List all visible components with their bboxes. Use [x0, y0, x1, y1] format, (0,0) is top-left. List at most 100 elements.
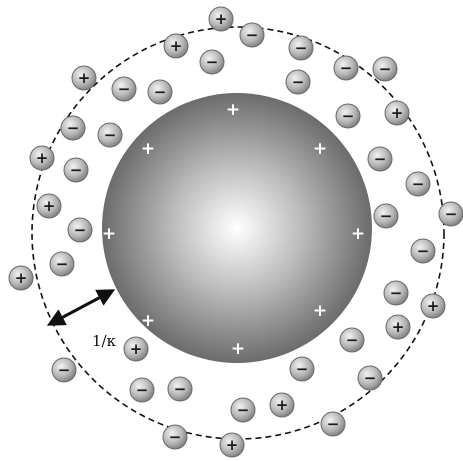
- ion-sphere: [163, 33, 189, 59]
- ion-sphere: [372, 56, 398, 82]
- ion-sphere: [288, 35, 314, 61]
- ion-sphere: [129, 377, 155, 403]
- negative-ion: −: [405, 171, 431, 197]
- negative-ion: −: [63, 157, 89, 183]
- minus-sign-icon: −: [342, 107, 355, 125]
- negative-ion: −: [339, 327, 365, 353]
- negative-ion: −: [51, 357, 77, 383]
- ion-sphere: [8, 265, 34, 291]
- ion-sphere: [285, 69, 311, 95]
- minus-sign-icon: −: [340, 59, 353, 77]
- ion-sphere: [339, 327, 365, 353]
- ion-sphere: [208, 6, 234, 32]
- ion-sphere: [420, 293, 446, 319]
- positive-ion: +: [123, 336, 149, 362]
- minus-sign-icon: −: [346, 331, 359, 349]
- negative-ion: −: [288, 35, 314, 61]
- minus-sign-icon: −: [104, 126, 117, 144]
- minus-sign-icon: −: [56, 255, 69, 273]
- minus-sign-icon: −: [292, 73, 305, 91]
- minus-sign-icon: −: [174, 380, 187, 398]
- negative-ion: −: [230, 397, 256, 423]
- minus-sign-icon: −: [296, 360, 309, 378]
- minus-sign-icon: −: [118, 80, 131, 98]
- charged-particle: [102, 93, 372, 363]
- surface-charge-sign: +: [313, 301, 327, 321]
- counter-ion-cloud: +−+−−−−−+−−−−−++−−−+−−−−−+−++−+−−−−−−+−−…: [8, 6, 463, 458]
- positive-ion: +: [420, 293, 446, 319]
- negative-ion: −: [320, 411, 346, 437]
- ion-sphere: [373, 203, 399, 229]
- negative-ion: −: [167, 376, 193, 402]
- negative-ion: −: [49, 251, 75, 277]
- minus-sign-icon: −: [380, 207, 393, 225]
- ion-sphere: [384, 100, 410, 126]
- minus-sign-icon: −: [136, 381, 149, 399]
- negative-ion: −: [383, 280, 409, 306]
- negative-ion: −: [372, 56, 398, 82]
- ion-sphere: [320, 411, 346, 437]
- positive-ion: +: [163, 33, 189, 59]
- positive-ion: +: [384, 100, 410, 126]
- negative-ion: −: [438, 201, 463, 227]
- surface-charge-sign: +: [351, 224, 365, 244]
- ion-sphere: [36, 193, 62, 219]
- minus-sign-icon: −: [58, 361, 71, 379]
- positive-ion: +: [8, 265, 34, 291]
- plus-sign-icon: +: [276, 396, 289, 414]
- plus-sign-icon: +: [226, 436, 239, 454]
- ion-sphere: [63, 157, 89, 183]
- ion-sphere: [405, 171, 431, 197]
- surface-charge-sign: +: [231, 339, 245, 359]
- minus-sign-icon: −: [417, 242, 430, 260]
- minus-sign-icon: −: [445, 205, 458, 223]
- surface-charge-sign: +: [313, 139, 327, 159]
- ion-sphere: [167, 376, 193, 402]
- ion-sphere: [357, 365, 383, 391]
- negative-ion: −: [367, 146, 393, 172]
- negative-ion: −: [285, 69, 311, 95]
- plus-sign-icon: +: [43, 197, 56, 215]
- minus-sign-icon: −: [379, 60, 392, 78]
- positive-ion: +: [71, 65, 97, 91]
- ion-sphere: [385, 314, 411, 340]
- surface-charges: + + + + + + + +: [102, 100, 365, 359]
- ion-sphere: [230, 397, 256, 423]
- ion-sphere: [219, 432, 245, 458]
- ion-sphere: [71, 65, 97, 91]
- negative-ion: −: [373, 203, 399, 229]
- plus-sign-icon: +: [170, 37, 183, 55]
- surface-charge-sign: +: [102, 224, 116, 244]
- debye-length-arrow: [46, 289, 116, 326]
- negative-ion: −: [97, 122, 123, 148]
- plus-sign-icon: +: [36, 149, 49, 167]
- ion-sphere: [162, 424, 188, 450]
- minus-sign-icon: −: [295, 39, 308, 57]
- negative-ion: −: [162, 424, 188, 450]
- ion-sphere: [199, 49, 225, 75]
- ion-sphere: [333, 55, 359, 81]
- ion-sphere: [367, 146, 393, 172]
- minus-sign-icon: −: [206, 53, 219, 71]
- ion-sphere: [335, 103, 361, 129]
- ion-sphere: [49, 251, 75, 277]
- negative-ion: −: [60, 115, 86, 141]
- negative-ion: −: [239, 22, 265, 48]
- plus-sign-icon: +: [15, 269, 28, 287]
- minus-sign-icon: −: [70, 161, 83, 179]
- minus-sign-icon: −: [67, 119, 80, 137]
- ion-sphere: [147, 79, 173, 105]
- ion-sphere: [269, 392, 295, 418]
- plus-sign-icon: +: [215, 10, 228, 28]
- positive-ion: +: [36, 193, 62, 219]
- ion-sphere: [51, 357, 77, 383]
- negative-ion: −: [333, 55, 359, 81]
- ion-sphere: [67, 217, 93, 243]
- surface-charge-sign: +: [141, 311, 155, 331]
- negative-ion: −: [357, 365, 383, 391]
- ion-sphere: [438, 201, 463, 227]
- positive-ion: +: [219, 432, 245, 458]
- plus-sign-icon: +: [78, 69, 91, 87]
- positive-ion: +: [269, 392, 295, 418]
